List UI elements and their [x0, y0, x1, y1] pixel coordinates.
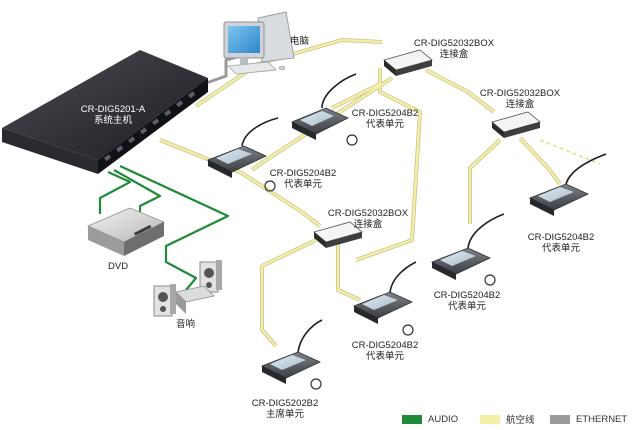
legend-swatch: [402, 414, 422, 424]
box-label: CR-DIG52032BOX 连接盒: [318, 208, 418, 230]
unit-name: 代表单元: [283, 179, 322, 190]
connection-box: [313, 221, 363, 248]
unit-model: CR-DIG5204B2: [433, 290, 501, 301]
delegate-unit: [431, 213, 505, 286]
aviation-cables: [159, 38, 601, 348]
legend-label: ETHERNET: [576, 413, 628, 425]
legend-label: AUDIO: [428, 413, 459, 425]
box-model: CR-DIG52032BOX: [327, 208, 409, 219]
unit-model: CR-DIG5204B2: [351, 108, 419, 119]
delegate-unit: [529, 153, 607, 216]
delegate-unit: [291, 73, 358, 146]
dvd-player: [87, 207, 165, 256]
legend-swatch: [550, 414, 570, 424]
chairman-label: CR-DIG5202B2 主席单元: [240, 398, 330, 420]
box-label: CR-DIG52032BOX 连接盒: [404, 38, 504, 60]
unit-model: CR-DIG5204B2: [269, 168, 337, 179]
unit-name: 代表单元: [541, 243, 580, 254]
unit-name: 主席单元: [265, 409, 304, 420]
speaker-label: 音响: [176, 319, 196, 330]
unit-model: CR-DIG5204B2: [527, 232, 595, 243]
host-name: 系统主机: [93, 115, 132, 126]
chairman-unit: [261, 319, 323, 390]
box-name: 连接盒: [439, 49, 469, 60]
connection-box: [383, 49, 433, 76]
unit-model: CR-DIG5204B2: [351, 340, 419, 351]
legend-swatch: [480, 414, 500, 424]
pc-label: 电脑: [290, 36, 310, 47]
box-name: 连接盒: [353, 219, 383, 230]
unit-name: 代表单元: [447, 301, 486, 312]
speaker-system: [153, 260, 222, 317]
unit-model: CR-DIG5202B2: [251, 398, 319, 409]
legend-audio: AUDIO: [402, 413, 458, 425]
pc-computer: [223, 11, 295, 75]
connection-box: [491, 111, 541, 138]
unit-label: CR-DIG5204B2 代表单元: [422, 290, 512, 312]
unit-label: CR-DIG5204B2 代表单元: [340, 340, 430, 362]
delegate-unit: [207, 117, 279, 192]
unit-name: 代表单元: [365, 351, 404, 362]
unit-label: CR-DIG5204B2 代表单元: [258, 168, 348, 190]
host-model: CR-DIG5201-A: [80, 104, 146, 115]
unit-label: CR-DIG5204B2 代表单元: [516, 232, 606, 254]
host-unit: [2, 50, 208, 174]
box-model: CR-DIG52032BOX: [479, 88, 561, 99]
legend-aviation: 航空线: [480, 413, 535, 426]
legend-ethernet: ETHERNET: [550, 413, 627, 425]
box-name: 连接盒: [505, 99, 535, 110]
dvd-label: DVD: [108, 261, 129, 272]
unit-name: 代表单元: [365, 119, 404, 130]
host-label: CR-DIG5201-A 系统主机: [68, 104, 158, 126]
box-label: CR-DIG52032BOX 连接盒: [470, 88, 570, 110]
delegate-unit: [353, 261, 417, 336]
unit-label: CR-DIG5204B2 代表单元: [340, 108, 430, 130]
legend-label: 航空线: [506, 415, 535, 426]
box-model: CR-DIG52032BOX: [413, 38, 495, 49]
